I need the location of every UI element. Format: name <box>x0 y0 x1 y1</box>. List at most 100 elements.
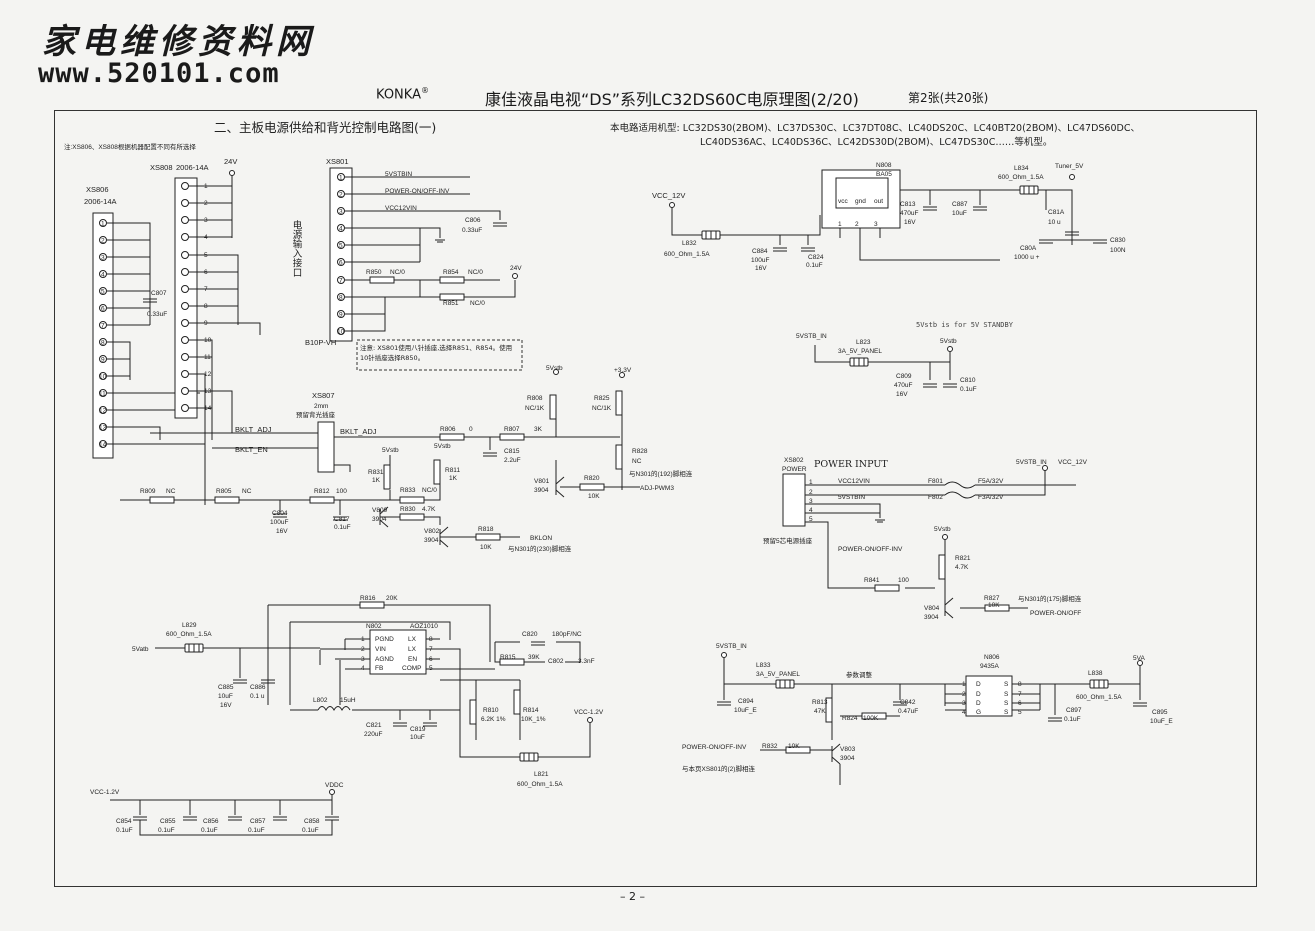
net-vcc12v-2: VCC_12V <box>1058 459 1088 466</box>
xs806-ref: XS806 <box>86 185 109 194</box>
net-5vatb: 5Vatb <box>132 646 149 653</box>
xs802-pin-3: 3 <box>809 498 813 505</box>
net-5vstb-in-1: 5VSTB_IN <box>796 333 827 340</box>
c815-ref: C815 <box>504 448 520 455</box>
l823-val: 3A_5V_PANEL <box>838 348 882 355</box>
net-24v-xs801: 24V <box>510 265 522 272</box>
xs806-pin-11: 11 <box>99 391 106 398</box>
net-vcc12vin: VCC12VIN <box>838 478 870 485</box>
xs801-pin-9: 9 <box>339 312 343 319</box>
svg-text:S: S <box>1004 700 1009 707</box>
r832-ref: R832 <box>762 743 778 750</box>
c858-ref: C858 <box>304 818 320 825</box>
c854-ref: C854 <box>116 818 132 825</box>
c854-val: 0.1uF <box>116 827 133 834</box>
c897-ref: C897 <box>1066 707 1082 714</box>
xs802-ref: XS802 <box>784 457 804 464</box>
r818-val: 10K <box>480 544 492 551</box>
r815-ref: R815 <box>500 654 516 661</box>
svg-text:COMP: COMP <box>402 665 422 672</box>
xs806-pin-13: 13 <box>99 425 107 432</box>
r828-ref: R828 <box>632 448 648 455</box>
r805-ref: R805 <box>216 488 232 495</box>
page-title: 康佳液晶电视“DS”系列LC32DS60C电原理图(2/20) <box>485 90 859 109</box>
r851-val: NC/0 <box>470 300 485 307</box>
r820-ref: R820 <box>584 475 600 482</box>
xs801-pin-8: 8 <box>339 295 343 302</box>
config-note: 注:XS806、XS808根据机器配置不同有所选择 <box>64 142 196 151</box>
v809-ref: V809 <box>372 507 388 514</box>
c817-ref: C817 <box>334 516 350 523</box>
xs806-pin-3: 3 <box>101 255 105 262</box>
l821-ref: L821 <box>534 771 549 778</box>
r825-ref: R825 <box>594 395 610 402</box>
r813-val: 47K <box>814 708 826 715</box>
r818-ref: R818 <box>478 526 494 533</box>
l802-val: 15uH <box>340 697 356 704</box>
n808-pin-gnd: gnd <box>855 198 866 205</box>
c809-voltage: 16V <box>896 391 908 398</box>
n802-part: AOZ1010 <box>410 623 438 630</box>
r833-val: NC/0 <box>422 487 437 494</box>
r841-ref: R841 <box>864 577 880 584</box>
c809-ref: C809 <box>896 373 912 380</box>
r810-ref: R810 <box>483 707 499 714</box>
xs802-pin-2: 2 <box>809 489 813 496</box>
l838-ref: L838 <box>1088 670 1103 677</box>
xs808-wires <box>189 185 261 505</box>
n808-ref: N808 <box>876 162 892 169</box>
v804-ref: V804 <box>924 605 940 612</box>
xref-pin230: 与N301的(230)脚相连 <box>508 544 572 553</box>
c824-val: 0.1uF <box>806 262 823 269</box>
xs808-ref: XS808 <box>150 163 173 172</box>
xs802-pin-1: 1 <box>809 479 813 486</box>
v803-ref: V803 <box>840 746 856 753</box>
r854-ref: R854 <box>443 269 459 276</box>
n808-num-3: 3 <box>874 221 878 228</box>
v809-val: 3904 <box>372 516 387 523</box>
c886-val: 0.1 u <box>250 693 265 700</box>
r821-val: 4.7K <box>955 564 969 571</box>
c886-ref: C886 <box>250 684 266 691</box>
xs806-pin-6: 6 <box>101 306 105 313</box>
c813-ref: C813 <box>900 201 916 208</box>
xs802-type: POWER <box>782 466 807 473</box>
net-vcc1v2-decoup: VCC-1.2V <box>90 789 120 796</box>
xs806-pin-8: 8 <box>101 340 105 347</box>
xs801-pin-5: 5 <box>339 243 343 250</box>
r809-ref: R809 <box>140 488 156 495</box>
svg-text:FB: FB <box>375 665 383 672</box>
l833-val: 3A_5V_PANEL <box>756 671 800 678</box>
xs801-pin-3: 3 <box>339 209 343 216</box>
c817-val: 0.1uF <box>334 524 351 531</box>
svg-text:D: D <box>976 681 981 688</box>
xs801-note: 注意: XS801使用八针插座,选择R851、R854。使用10针插座选择R85… <box>360 344 513 362</box>
n808-pin-vcc: vcc <box>838 198 849 205</box>
r820-val: 10K <box>588 493 600 500</box>
xs801-pin-7: 7 <box>339 278 343 285</box>
svg-text:VIN: VIN <box>375 646 386 653</box>
r812-ref: R812 <box>314 488 330 495</box>
c81a-ref: C81A <box>1048 209 1065 216</box>
n806-part: 9435A <box>980 663 999 670</box>
r816-val: 20K <box>386 595 398 602</box>
svg-text:AGND: AGND <box>375 656 394 663</box>
r806-ref: R806 <box>440 426 456 433</box>
xs808-rail: 24V <box>224 157 237 166</box>
c813-val: 470uF <box>900 210 918 217</box>
f801-ref: F801 <box>928 478 943 485</box>
xs808-body <box>174 177 198 419</box>
r831-ref: R831 <box>368 469 384 476</box>
net-5vstb-r808: 5Vstb <box>546 365 563 372</box>
xs806-pin-1: 1 <box>101 221 105 228</box>
c819-val: 10uF <box>410 734 425 741</box>
c895-ref: C895 <box>1152 709 1168 716</box>
net-bklon: BKLON <box>530 535 552 542</box>
xs806-part: 2006-14A <box>84 197 117 206</box>
net-vddc: VDDC <box>325 782 344 789</box>
r832-val: 10K <box>788 743 800 750</box>
net-adj-pwm3: ADJ-PWM3 <box>640 485 674 492</box>
r805-val: NC <box>242 488 252 495</box>
xs806-pin-2: 2 <box>101 238 105 245</box>
c887-ref: C887 <box>952 201 968 208</box>
